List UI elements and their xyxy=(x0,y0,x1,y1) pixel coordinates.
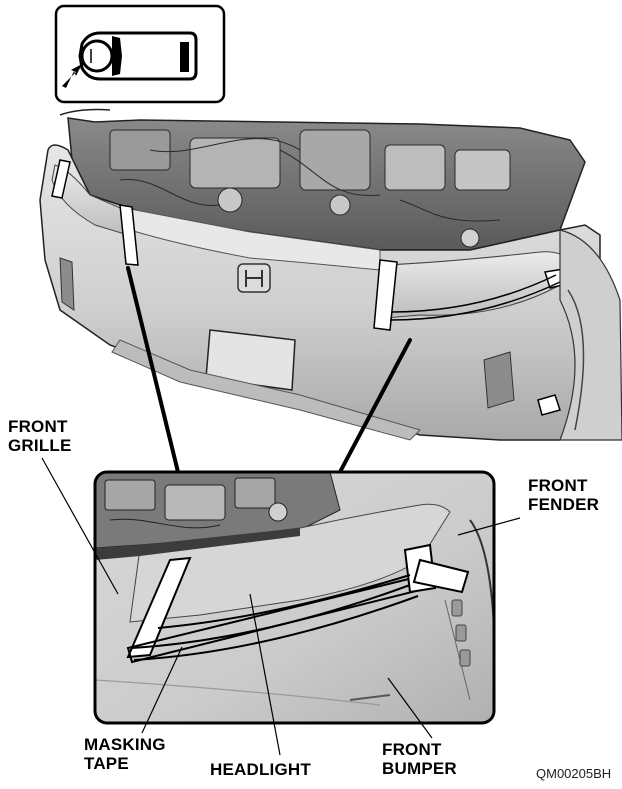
front-grille-label: FRONT GRILLE xyxy=(8,417,72,455)
figure-code: QM00205BH xyxy=(536,766,612,781)
headlight-label: HEADLIGHT xyxy=(210,760,311,779)
zoom-pointer-lines xyxy=(126,266,412,474)
callout-leader-lines xyxy=(41,457,521,756)
location-indicator-icon xyxy=(54,4,226,104)
front-fender-label: FRONT FENDER xyxy=(528,476,600,514)
masking-tape-label: MASKING TAPE xyxy=(84,735,166,773)
zoom-inset xyxy=(93,470,496,725)
front-bumper-label: FRONT BUMPER xyxy=(382,740,457,778)
vehicle-front-view xyxy=(39,108,622,441)
